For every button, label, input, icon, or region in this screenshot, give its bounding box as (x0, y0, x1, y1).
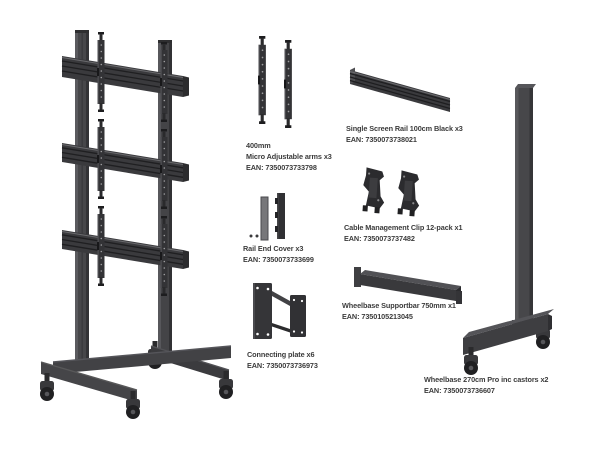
single-rail-illustration (349, 67, 451, 112)
label-supportbar: Wheelbase Supportbar 750mm x1 EAN: 73501… (342, 300, 456, 322)
wheelbase-column-illustration (463, 84, 554, 375)
part-ean: EAN: 7350073733699 (243, 255, 314, 264)
part-ean: EAN: 7350105213045 (342, 312, 413, 321)
label-single-rail: Single Screen Rail 100cm Black x3 EAN: 7… (346, 123, 463, 145)
label-rail-end-cover: Rail End Cover x3 EAN: 7350073733699 (243, 243, 314, 265)
label-micro-arms: 400mm Micro Adjustable arms x3 EAN: 7350… (246, 140, 332, 173)
part-title: Rail End Cover x3 (243, 244, 304, 253)
supportbar-illustration (354, 267, 462, 304)
part-title: Wheelbase Supportbar 750mm x1 (342, 301, 456, 310)
part-title: Connecting plate x6 (247, 350, 315, 359)
micro-arms-illustration (258, 36, 292, 128)
part-size: 400mm (246, 141, 271, 150)
part-ean: EAN: 7350073733798 (246, 163, 317, 172)
part-title: Micro Adjustable arms x3 (246, 152, 332, 161)
part-title: Single Screen Rail 100cm Black x3 (346, 124, 463, 133)
part-ean: EAN: 7350073737482 (344, 234, 415, 243)
part-ean: EAN: 7350073736607 (424, 386, 495, 395)
part-ean: EAN: 7350073736973 (247, 361, 318, 370)
part-title: Wheelbase 270cm Pro inc castors x2 (424, 375, 549, 384)
stand-wheelbase (40, 341, 233, 419)
label-cable-clip: Cable Management Clip 12-pack x1 EAN: 73… (344, 222, 463, 244)
connecting-plate-illustration (253, 283, 306, 339)
part-title: Cable Management Clip 12-pack x1 (344, 223, 463, 232)
label-connecting-plate: Connecting plate x6 EAN: 7350073736973 (247, 349, 318, 371)
label-wheelbase: Wheelbase 270cm Pro inc castors x2 EAN: … (424, 374, 548, 396)
assembled-stand-illustration (40, 30, 233, 419)
cable-clip-illustration (362, 167, 420, 217)
rail-end-cover-illustration (249, 193, 285, 241)
part-ean: EAN: 7350073738021 (346, 135, 417, 144)
